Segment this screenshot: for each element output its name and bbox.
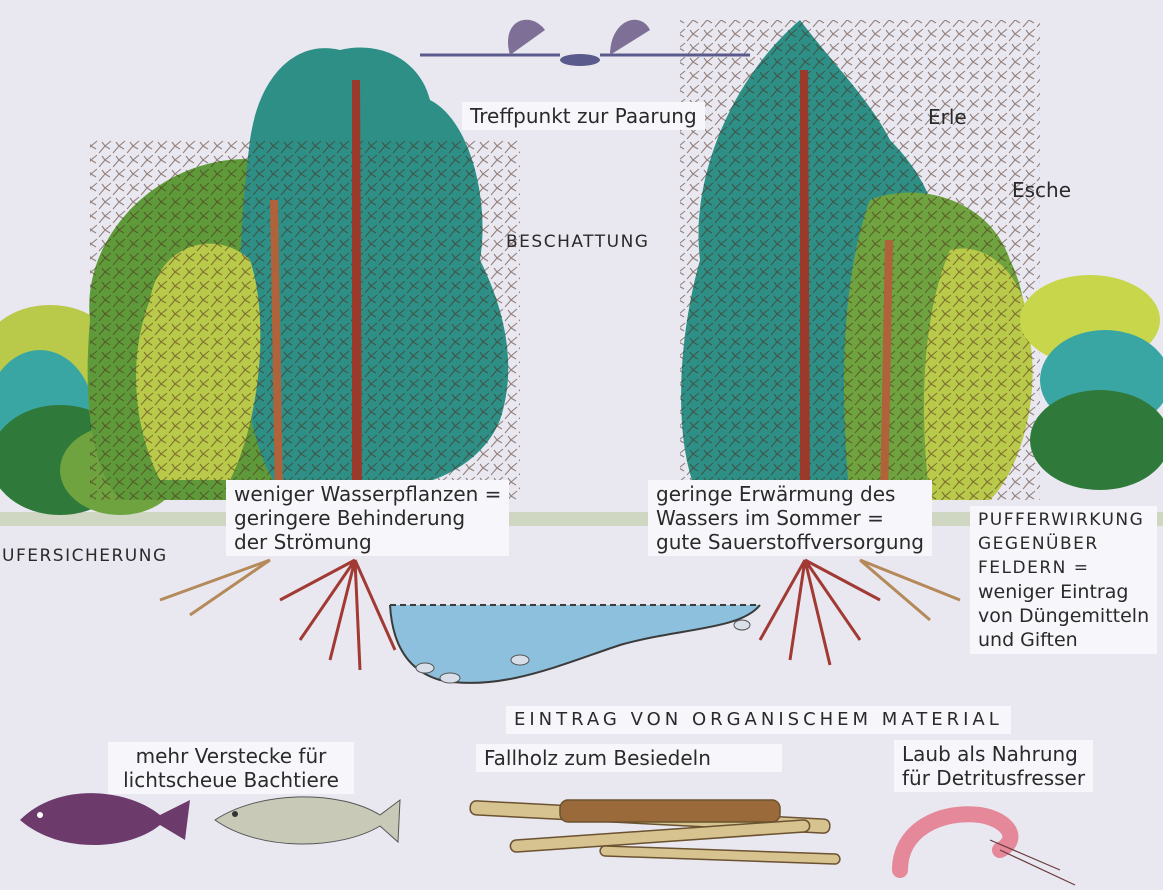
right-tree-group bbox=[680, 20, 1040, 500]
trout-icon bbox=[215, 797, 400, 844]
label-leaves-food: Laub als Nahrung für Detritusfresser bbox=[894, 740, 1093, 792]
label-mating-spot: Treffpunkt zur Paarung bbox=[462, 102, 705, 130]
right-bushes bbox=[1020, 275, 1163, 490]
deadwood-icon bbox=[470, 800, 840, 864]
label-hiding-places: mehr Verstecke für lichtscheue Bachtiere bbox=[108, 742, 354, 794]
label-bank-protection: UFERSICHERUNG bbox=[2, 544, 168, 568]
shrimp-icon bbox=[900, 814, 1075, 885]
label-fewer-water-plants: weniger Wasserpflanzen = geringere Behin… bbox=[226, 480, 509, 556]
label-organic-input: EINTRAG VON ORGANISCHEM MATERIAL bbox=[506, 706, 1011, 734]
left-tree-group bbox=[88, 47, 520, 500]
label-alder: Erle bbox=[928, 105, 967, 129]
label-shading: BESCHATTUNG bbox=[506, 230, 649, 254]
label-deadwood: Fallholz zum Besiedeln bbox=[476, 744, 782, 772]
stream-channel bbox=[390, 605, 760, 683]
label-ash: Esche bbox=[1012, 178, 1071, 202]
label-buffer-effect: PUFFERWIRKUNG GEGENÜBER FELDERN = wenige… bbox=[970, 506, 1157, 654]
stickleback-icon bbox=[20, 793, 190, 845]
label-low-warming: geringe Erwärmung des Wassers im Sommer … bbox=[648, 480, 932, 556]
